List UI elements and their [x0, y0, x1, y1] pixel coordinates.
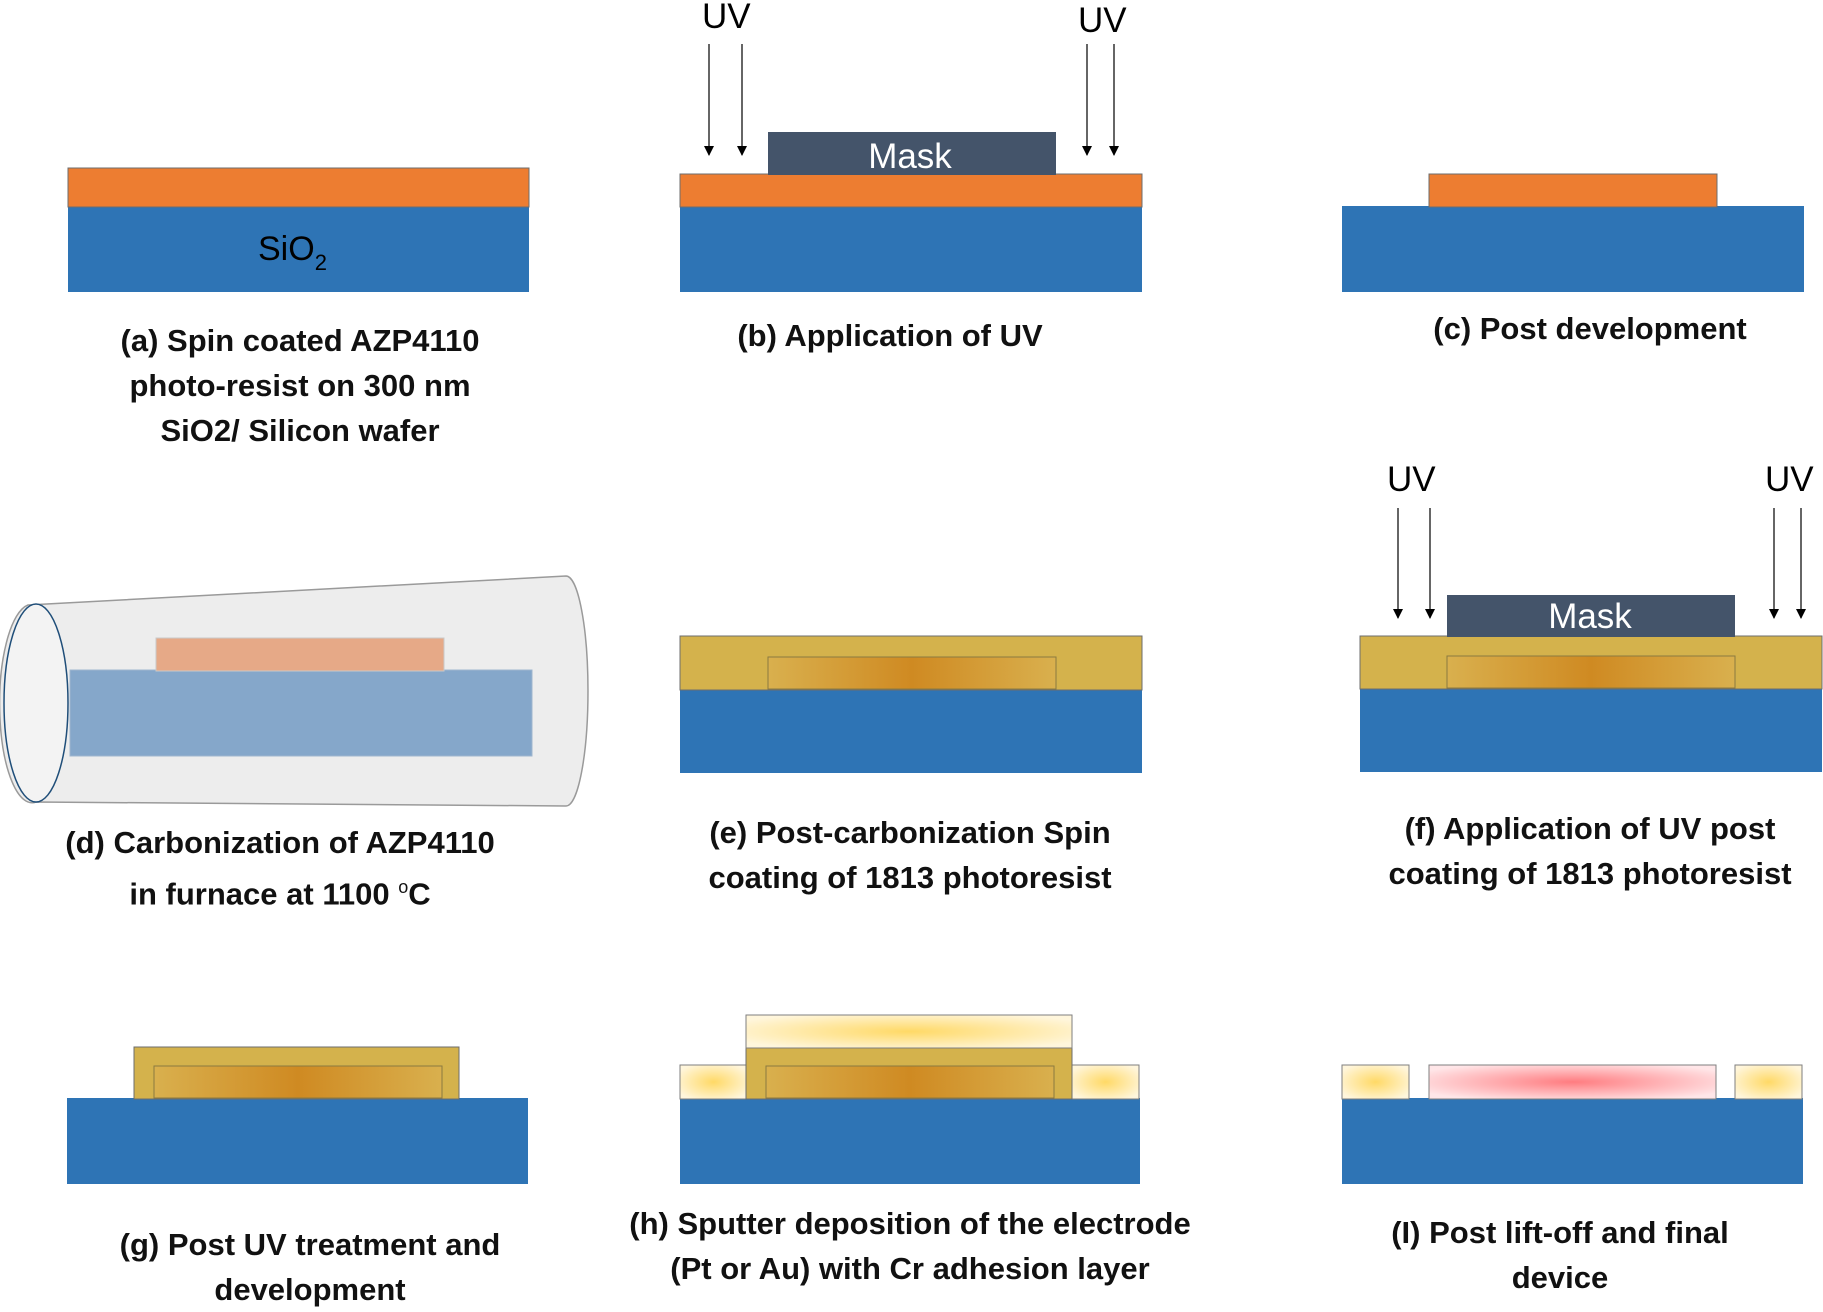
- caption-d-text: in furnace at 1100: [129, 876, 399, 912]
- caption-b-line: (b) Application of UV: [737, 318, 1043, 353]
- carbon-pattern-e: [767, 656, 1057, 690]
- caption-f: (f) Application of UV post coating of 18…: [1320, 806, 1823, 896]
- caption-d-unit: C: [408, 876, 431, 912]
- panel-b: Mask UV UV: [679, 0, 1143, 292]
- electrode-right-h: [1071, 1064, 1140, 1100]
- uv-label-right: UV: [1078, 1, 1127, 40]
- caption-h-line: (h) Sputter deposition of the electrode: [629, 1206, 1191, 1241]
- caption-c: (c) Post development: [1340, 306, 1823, 351]
- substrate-b: [680, 206, 1142, 292]
- caption-f-line: (f) Application of UV post: [1404, 811, 1776, 846]
- substrate-label: SiO2: [258, 230, 327, 275]
- uv-label-right: UV: [1765, 460, 1814, 499]
- final-device-pattern: [1428, 1064, 1717, 1100]
- caption-i-line: device: [1511, 1260, 1609, 1295]
- caption-e: (e) Post-carbonization Spin coating of 1…: [640, 810, 1180, 900]
- caption-d-line: (d) Carbonization of AZP4110: [65, 825, 495, 860]
- caption-i: (I) Post lift-off and final device: [1310, 1210, 1810, 1300]
- caption-g-line: (g) Post UV treatment and: [119, 1227, 501, 1262]
- degree-symbol: o: [398, 877, 409, 897]
- uv-label-left: UV: [1387, 460, 1436, 499]
- caption-b: (b) Application of UV: [640, 313, 1140, 358]
- caption-g-line: development: [214, 1272, 406, 1307]
- photoresist-pattern-c: [1428, 173, 1718, 208]
- substrate-d: [69, 669, 533, 757]
- panel-h: [679, 1014, 1140, 1184]
- caption-a-line: SiO2/ Silicon wafer: [160, 413, 440, 448]
- caption-h-line: (Pt or Au) with Cr adhesion layer: [670, 1251, 1150, 1286]
- photoresist-a: [67, 167, 530, 208]
- mask-label: Mask: [1548, 597, 1632, 636]
- caption-f-line: coating of 1813 photoresist: [1388, 856, 1792, 891]
- panel-d: [0, 575, 589, 807]
- electrode-right-i: [1734, 1064, 1803, 1100]
- substrate-f: [1360, 688, 1822, 772]
- caption-a-line: (a) Spin coated AZP4110: [120, 323, 480, 358]
- caption-g: (g) Post UV treatment and development: [60, 1222, 560, 1312]
- panel-a: SiO2: [67, 167, 530, 292]
- carbon-pattern-f: [1446, 655, 1736, 689]
- photoresist-b: [679, 173, 1143, 208]
- mask-f: [1447, 595, 1735, 637]
- panel-e: [679, 635, 1143, 773]
- photoresist-pattern-d: [155, 637, 445, 672]
- electrode-left-h: [679, 1064, 748, 1100]
- caption-d: (d) Carbonization of AZP4110 in furnace …: [30, 820, 530, 916]
- panel-f: Mask UV UV: [1359, 460, 1823, 772]
- caption-e-line: (e) Post-carbonization Spin: [709, 815, 1111, 850]
- substrate-g: [67, 1098, 528, 1184]
- electrode-left-i: [1341, 1064, 1410, 1100]
- uv-label-left: UV: [702, 0, 751, 36]
- caption-a-line: photo-resist on 300 nm: [129, 368, 471, 403]
- carbon-pattern-h: [765, 1065, 1055, 1099]
- panel-g: [67, 1046, 528, 1184]
- panel-i: [1341, 1064, 1803, 1184]
- caption-a: (a) Spin coated AZP4110 photo-resist on …: [50, 318, 550, 453]
- caption-d-line: in furnace at 1100 oC: [30, 865, 530, 916]
- carbon-pattern-g: [153, 1065, 443, 1099]
- caption-i-line: (I) Post lift-off and final: [1391, 1215, 1729, 1250]
- electrode-top-h: [745, 1014, 1073, 1049]
- furnace-tube-opening: [3, 603, 69, 803]
- caption-e-line: coating of 1813 photoresist: [708, 860, 1112, 895]
- substrate-a: [68, 206, 529, 292]
- substrate-e: [680, 689, 1142, 773]
- substrate-h: [680, 1098, 1140, 1184]
- panel-c: [1342, 173, 1804, 292]
- mask-b: [768, 132, 1056, 175]
- caption-h: (h) Sputter deposition of the electrode …: [590, 1201, 1230, 1291]
- mask-label: Mask: [868, 137, 952, 176]
- caption-c-line: (c) Post development: [1433, 311, 1747, 346]
- substrate-i: [1342, 1098, 1803, 1184]
- substrate-c: [1342, 206, 1804, 292]
